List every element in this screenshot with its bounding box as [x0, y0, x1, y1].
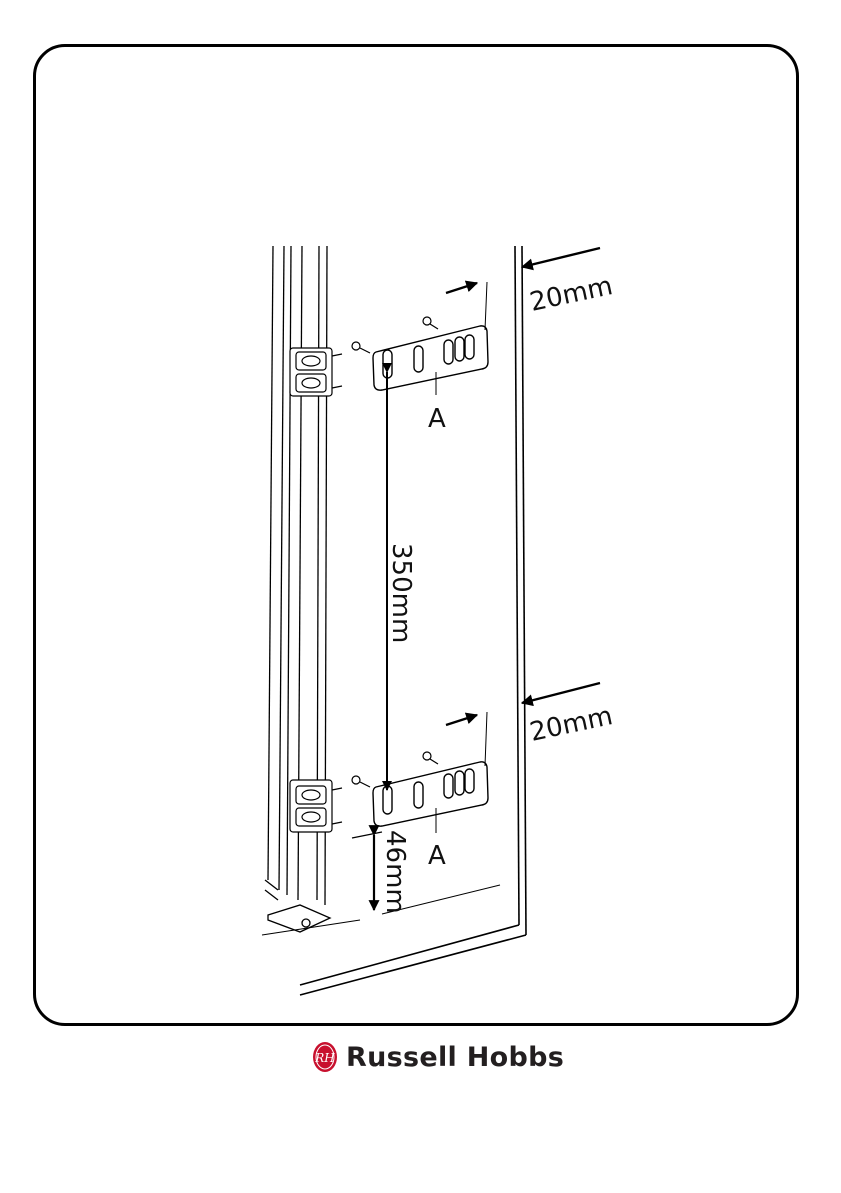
bottom-gap-label: 20mm [527, 701, 615, 748]
vertical-dimension-label: 350mm [386, 543, 416, 643]
svg-text:RH: RH [314, 1051, 335, 1065]
top-gap-arrow [522, 248, 600, 267]
brand-name: Russell Hobbs [346, 1042, 564, 1073]
floor-dimension-label: 46mm [380, 830, 410, 914]
bottom-bracket-arrow [446, 715, 477, 725]
brand-lockup: RH Russell Hobbs [312, 1037, 564, 1077]
russell-hobbs-logo-icon: RH [312, 1040, 338, 1074]
top-gap-label: 20mm [527, 271, 615, 318]
top-hinge-block [290, 348, 342, 396]
part-label-bottom: A [428, 841, 446, 871]
top-bracket-arrow [446, 283, 477, 293]
top-bracket-a [373, 282, 488, 395]
floor-hinge [262, 905, 360, 935]
bottom-gap-arrow [522, 683, 600, 703]
bottom-hinge-block [290, 780, 342, 832]
part-label-top: A [428, 404, 446, 434]
floor-dimension-tick [352, 832, 382, 838]
bottom-bracket-a [373, 712, 488, 833]
